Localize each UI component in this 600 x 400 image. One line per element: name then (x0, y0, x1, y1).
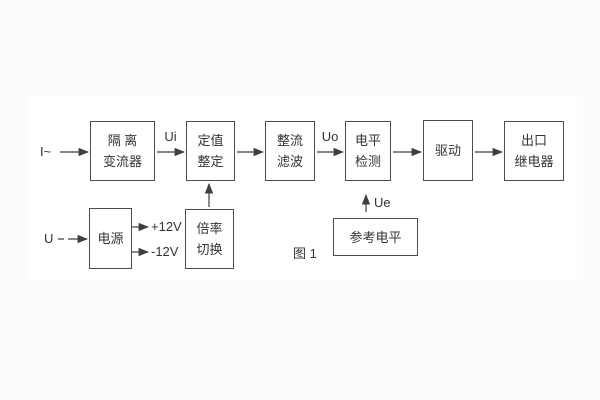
block-text-line: 切换 (196, 242, 223, 257)
block-text-line: 检测 (354, 154, 381, 169)
label-input-current: I~ (40, 144, 52, 159)
label-minus-12v: -12V (151, 244, 179, 259)
label-plus-12v: +12V (151, 219, 182, 234)
block-output-relay: 出口 继电器 (504, 121, 564, 181)
block-text-line: 整流 (276, 133, 303, 148)
block-isolation-transformer: 隔 离 变流器 (90, 121, 155, 181)
label-uo: Uo (321, 129, 339, 144)
block-text-line: 隔 离 (107, 133, 138, 148)
block-text-line: 电平 (354, 133, 381, 148)
label-input-voltage: U (44, 231, 54, 246)
block-text-line: 继电器 (514, 154, 554, 169)
block-ratio-switch: 倍率 切换 (185, 209, 234, 269)
block-text-line: 驱动 (434, 143, 461, 158)
block-text-line: 定值 (197, 133, 224, 148)
figure-caption: 图 1 (293, 246, 317, 261)
block-text-line: 变流器 (102, 154, 142, 169)
block-power-supply: 电源 (89, 208, 132, 269)
block-text-line: 滤波 (276, 154, 303, 169)
block-text-line: 出口 (520, 133, 547, 148)
block-reference-level: 参考电平 (333, 218, 418, 256)
block-level-detection: 电平 检测 (345, 121, 391, 181)
block-text-line: 参考电平 (349, 229, 402, 245)
block-text-line: 倍率 (196, 221, 223, 236)
block-text-line: 电源 (97, 231, 124, 246)
label-ui: Ui (164, 129, 177, 144)
block-text-line: 整定 (197, 154, 224, 169)
block-drive: 驱动 (423, 120, 473, 181)
label-ue: Ue (374, 195, 391, 210)
block-setpoint-adjust: 定值 整定 (186, 121, 235, 181)
block-rectifier-filter: 整流 滤波 (265, 121, 315, 181)
